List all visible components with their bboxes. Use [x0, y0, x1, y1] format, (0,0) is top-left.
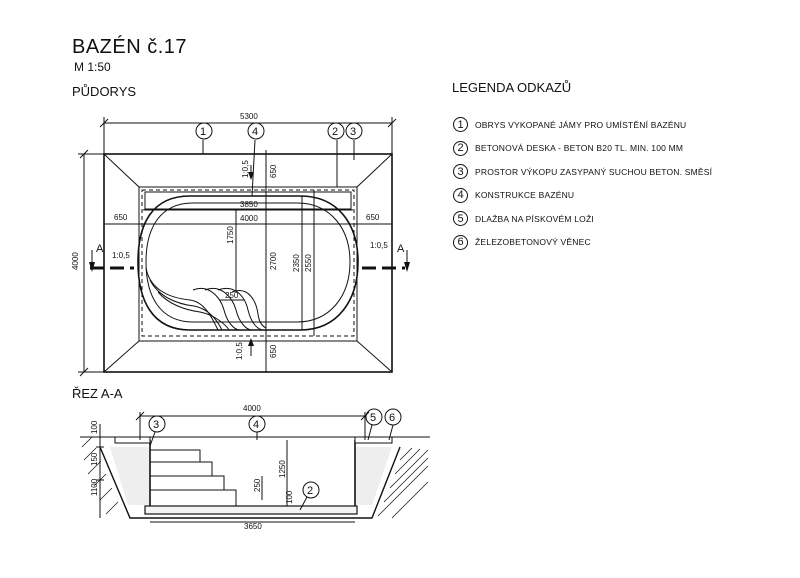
section-drawing [80, 408, 430, 523]
legend-number: 4 [453, 187, 468, 203]
section-dim-150: 150 [90, 452, 99, 466]
dim-overall-width: 5300 [240, 112, 258, 121]
pool-outline [137, 195, 359, 331]
legend-item: 3 PROSTOR VÝKOPU ZASYPANÝ SUCHOU BETON. S… [453, 160, 712, 184]
legend-text: ŽELEZOBETONOVÝ VĚNEC [475, 237, 591, 248]
section-callout-4: 4 [253, 419, 259, 431]
slab-outline [141, 189, 355, 337]
section-dim-100-top: 100 [90, 420, 99, 434]
callout-3: 3 [350, 126, 356, 138]
dim-250: 250 [225, 291, 239, 300]
legend-number: 5 [453, 211, 468, 227]
legend-title: LEGENDA ODKAZŮ [452, 80, 572, 95]
legend-number: 6 [453, 234, 468, 250]
section-callout-2: 2 [307, 485, 313, 497]
section-callout-5: 5 [370, 412, 376, 424]
legend-number: 3 [453, 164, 468, 180]
pool-inner-outline [145, 202, 351, 323]
slope-bottom: 1:0,5 [235, 342, 244, 360]
dim-2700: 2700 [269, 252, 278, 270]
legend-list: 1 OBRYS VYKOPANÉ JÁMY PRO UMÍSTĚNÍ BAZÉNU… [453, 113, 712, 254]
section-dim-100-slab: 100 [285, 490, 294, 504]
dim-top-offset: 650 [269, 164, 278, 178]
dim-inner-length: 3850 [240, 200, 258, 209]
legend-item: 4 KONSTRUKCE BAZÉNU [453, 184, 712, 208]
legend-number: 2 [453, 140, 468, 156]
section-dim-4000: 4000 [243, 404, 261, 413]
section-callout-6: 6 [389, 412, 395, 424]
dim-2550: 2550 [304, 254, 313, 272]
dim-1750: 1750 [226, 226, 235, 244]
legend-text: PROSTOR VÝKOPU ZASYPANÝ SUCHOU BETON. SM… [475, 166, 713, 177]
slope-right: 1:0,5 [370, 241, 388, 250]
excavation-bottom [138, 186, 358, 342]
legend-number: 1 [453, 117, 468, 133]
legend-item: 6 ŽELEZOBETONOVÝ VĚNEC [453, 231, 712, 255]
callout-4: 4 [252, 126, 258, 138]
legend-item: 2 BETONOVÁ DESKA - BETON B20 TL. MIN. 100… [453, 137, 712, 161]
excavation-outline [103, 153, 393, 373]
section-dim-250: 250 [253, 478, 262, 492]
section-heading: ŘEZ A-A [72, 386, 123, 401]
legend-text: BETONOVÁ DESKA - BETON B20 TL. MIN. 100 … [475, 143, 684, 154]
legend-item: 1 OBRYS VYKOPANÉ JÁMY PRO UMÍSTĚNÍ BAZÉNU [453, 113, 712, 137]
section-dim-1100: 1100 [90, 478, 99, 496]
legend-text: OBRYS VYKOPANÉ JÁMY PRO UMÍSTĚNÍ BAZÉNU [475, 119, 687, 130]
dim-overall-height: 4000 [71, 252, 80, 270]
dim-left-offset: 650 [114, 213, 128, 222]
top-ledge [144, 191, 352, 210]
section-dim-1250: 1250 [278, 460, 287, 478]
legend-text: KONSTRUKCE BAZÉNU [475, 190, 575, 201]
drawing-scale: M 1:50 [74, 60, 111, 74]
section-dim-3650: 3650 [244, 522, 262, 531]
section-mark-left: A [96, 243, 104, 255]
callout-1: 1 [200, 126, 206, 138]
callout-2: 2 [332, 126, 338, 138]
plan-heading: PŮDORYS [72, 84, 137, 99]
drawing-title: BAZÉN č.17 [72, 36, 188, 58]
slope-top: 1:0,5 [241, 160, 250, 178]
slope-left: 1:0,5 [112, 251, 130, 260]
section-mark-right: A [397, 243, 405, 255]
dim-pool-length: 4000 [240, 214, 258, 223]
legend-item: 5 DLAŽBA NA PÍSKOVÉM LOŽI [453, 207, 712, 231]
section-callout-3: 3 [153, 419, 159, 431]
dim-2350: 2350 [292, 254, 301, 272]
legend-text: DLAŽBA NA PÍSKOVÉM LOŽI [475, 213, 594, 224]
dim-right-offset: 650 [366, 213, 380, 222]
dim-bottom-offset: 650 [269, 344, 278, 358]
